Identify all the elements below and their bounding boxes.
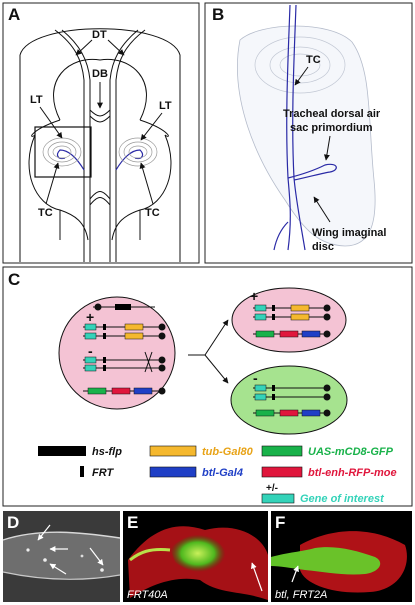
legend-hs-flp: hs-flp (38, 446, 122, 458)
arrow-dt-right (107, 39, 125, 56)
arrow-tc-b (294, 66, 309, 86)
panel-a: A (2, 2, 200, 264)
svg-text:btl-enh-RFP-moe: btl-enh-RFP-moe (308, 467, 397, 479)
svg-text:btl-Gal4: btl-Gal4 (202, 467, 243, 479)
legend-tub-gal80: tub-Gal80 (149, 445, 254, 458)
label-primordium-2: sac primordium (290, 122, 373, 134)
svg-text:hs-flp: hs-flp (92, 446, 122, 458)
parent-chromosomes: + - (83, 303, 166, 395)
sign-plus-top: + (250, 288, 258, 304)
arrow-disc (313, 196, 331, 223)
legend-frt: FRT (80, 466, 114, 479)
panel-f: F btl, FRT2A (271, 511, 412, 602)
arrow-primordium (323, 135, 331, 161)
micrograph-tissue (3, 532, 120, 580)
highlight-box (34, 126, 92, 178)
daughter-minus-chromosomes: - (253, 370, 331, 417)
legend: hs-flp tub-Gal80 UAS-mCD8-GFP FRT btl-Ga… (38, 445, 397, 505)
wing-disc-right (118, 137, 158, 167)
panel-b-letter: B (212, 5, 224, 24)
svg-text:tub-Gal80: tub-Gal80 (202, 446, 254, 458)
legend-btl-enh-rfp-moe: btl-enh-RFP-moe (261, 466, 397, 479)
label-lt-left: LT (30, 94, 43, 106)
arrow-tc-right (139, 162, 154, 205)
panel-c-letter: C (8, 270, 20, 289)
arrow-lt-left (39, 106, 63, 139)
panel-e: E FRT40A (123, 511, 268, 602)
label-disc-1: Wing imaginal (312, 227, 386, 239)
daughter-cell-minus (230, 365, 348, 435)
dorsal-trunks (54, 29, 146, 262)
segment-joints (31, 119, 169, 137)
svg-text:+/-: +/- (266, 483, 278, 494)
arrow-d-1 (37, 524, 51, 541)
arrow-lt-right (140, 112, 163, 141)
label-tc-right: TC (145, 207, 160, 219)
sign-minus: - (88, 343, 93, 359)
sign-plus: + (86, 309, 94, 325)
legend-gene-of-interest: +/- Gene of interest (261, 483, 385, 505)
panel-d: D (2, 511, 121, 602)
arrow-split-down (204, 354, 229, 384)
trachea (273, 4, 337, 251)
label-dt: DT (92, 29, 107, 41)
arrow-e (250, 562, 263, 592)
arrow-dt-left (75, 39, 93, 56)
panel-d-letter: D (7, 513, 19, 532)
larva-outline (19, 28, 181, 262)
segment-lobes (28, 134, 172, 240)
label-db: DB (92, 68, 108, 80)
panel-f-caption: btl, FRT2A (275, 589, 327, 601)
label-disc-2: disc (312, 241, 334, 253)
micrograph-gfp (170, 534, 226, 573)
arrow-tc-left (45, 162, 60, 205)
legend-uas-mcd8-gfp: UAS-mCD8-GFP (261, 445, 394, 458)
sign-minus-bottom: - (253, 370, 258, 386)
arrow-d-3 (49, 563, 67, 575)
label-lt-right: LT (159, 100, 172, 112)
svg-text:Gene of interest: Gene of interest (300, 493, 385, 505)
panel-e-caption: FRT40A (127, 589, 168, 601)
panel-c: C + - (2, 266, 413, 507)
segment-bottom (59, 209, 141, 241)
arrow-f (291, 565, 299, 583)
arrow-d-4 (89, 547, 104, 566)
panel-f-letter: F (275, 513, 285, 532)
svg-text:FRT: FRT (92, 467, 114, 479)
label-primordium-1: Tracheal dorsal air (283, 108, 381, 120)
legend-btl-gal4: btl-Gal4 (149, 466, 243, 479)
panel-e-letter: E (127, 513, 138, 532)
segment-lobe-top (53, 58, 147, 121)
label-tc-left: TC (38, 207, 53, 219)
panel-a-letter: A (8, 5, 20, 24)
label-tc-b: TC (306, 54, 321, 66)
wing-disc (237, 25, 376, 247)
panel-b: B TC Tracheal dorsal air sac primordium … (204, 2, 413, 264)
daughter-plus-chromosomes: + (250, 288, 331, 338)
svg-text:UAS-mCD8-GFP: UAS-mCD8-GFP (308, 446, 394, 458)
